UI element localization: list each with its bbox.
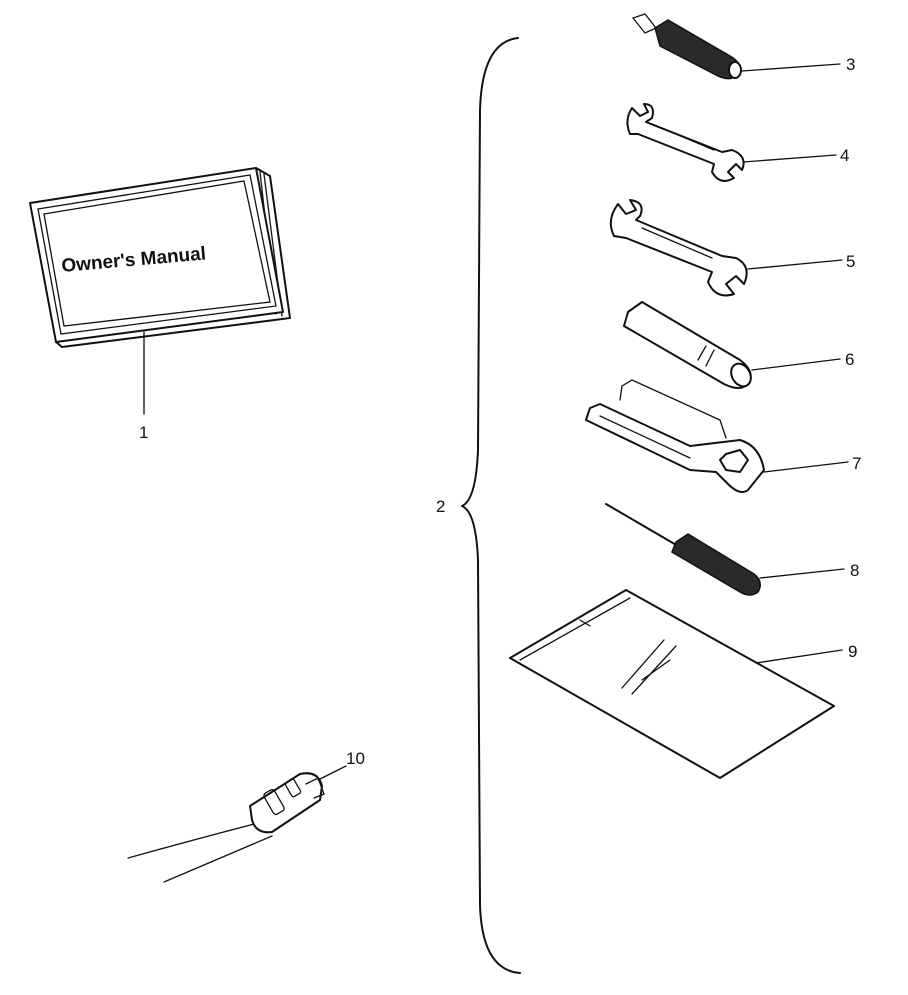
callout-number-7: 7 (852, 454, 861, 473)
pliers: 7 (585, 379, 861, 493)
callout-leader-5 (747, 259, 843, 270)
owners-manual: Owner's Manual 1 (29, 167, 291, 442)
callout-leader-8 (759, 568, 845, 579)
callout-number-10: 10 (346, 749, 365, 768)
tool-bag: 9 (509, 589, 857, 779)
callout-leader-4 (742, 154, 837, 163)
callout-number-9: 9 (848, 642, 857, 661)
callout-leader-9 (755, 649, 843, 664)
callout-number-2: 2 (436, 497, 445, 516)
screwdriver-handle: 3 (631, 13, 855, 80)
open-end-wrench-large: 5 (609, 199, 855, 297)
screwdriver: 8 (605, 503, 859, 596)
callout-number-4: 4 (840, 146, 849, 165)
callout-number-8: 8 (850, 561, 859, 580)
callout-number-3: 3 (846, 55, 855, 74)
callout-number-5: 5 (846, 252, 855, 271)
connector-with-wires: 10 (127, 749, 365, 883)
open-end-wrench-small: 4 (626, 103, 849, 182)
callout-leader-10 (317, 765, 347, 781)
tool-kit-brace: 2 (436, 37, 521, 974)
callout-number-6: 6 (845, 350, 854, 369)
callout-leader-3 (741, 63, 841, 72)
callout-leader-7 (763, 461, 849, 473)
callout-number-1: 1 (139, 423, 148, 442)
spark-plug-socket: 6 (623, 301, 854, 389)
callout-leader-6 (751, 358, 841, 371)
